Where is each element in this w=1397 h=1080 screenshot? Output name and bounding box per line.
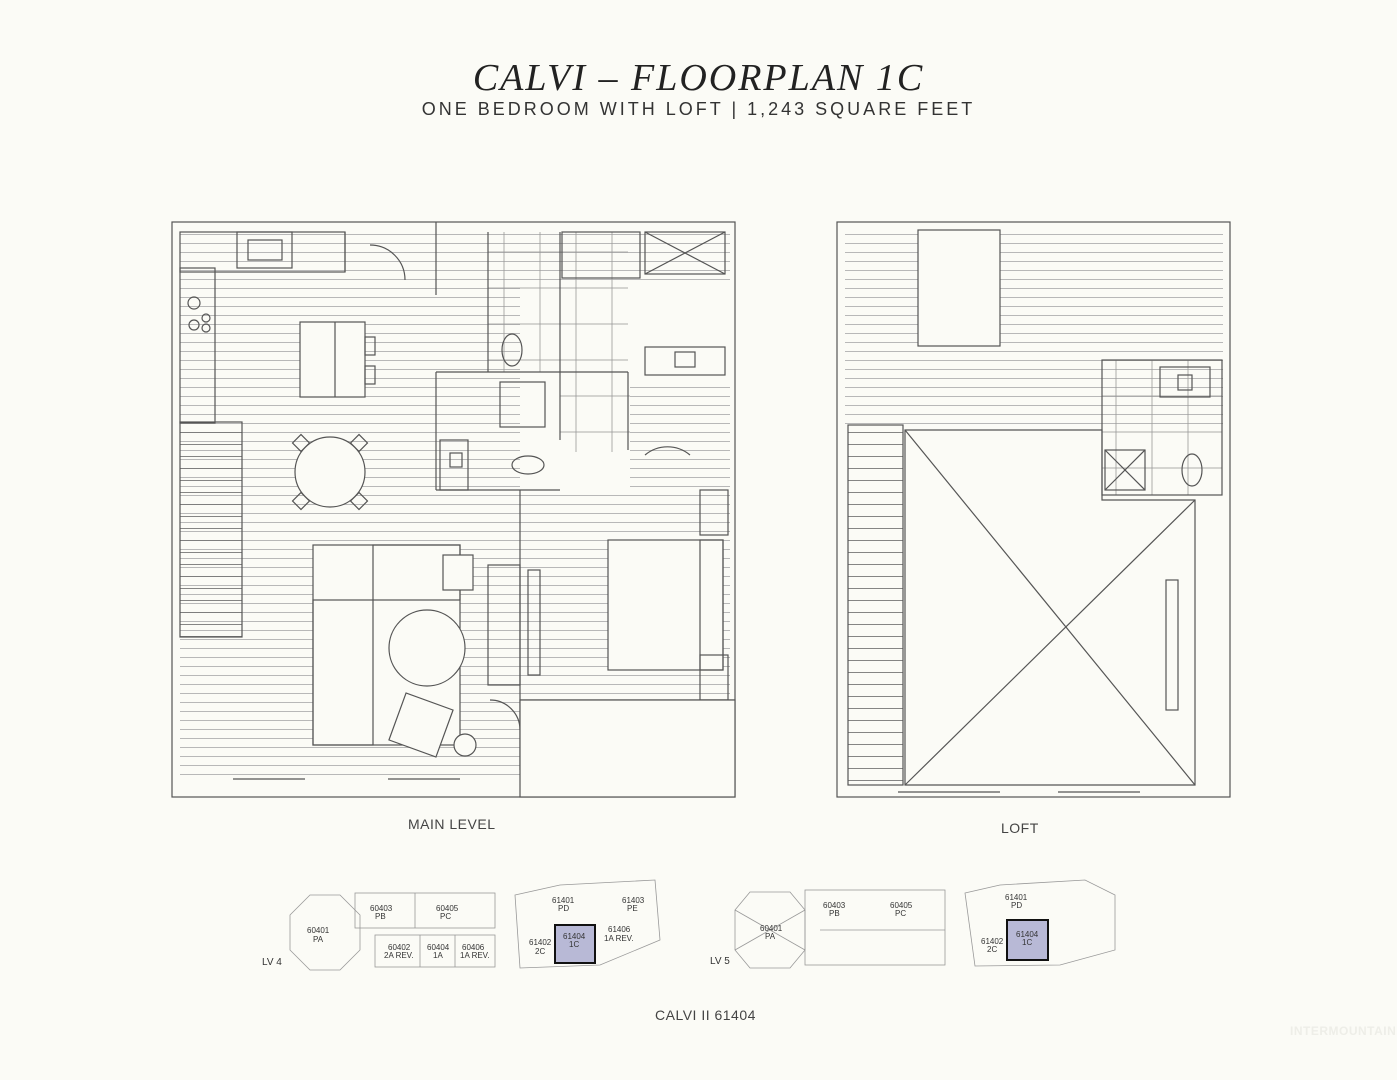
key-plan-lv4: LV 4 60403 PB 60405 PC 60401 PA 60402 2A… xyxy=(262,879,661,971)
page-title: CALVI – FLOORPLAN 1C xyxy=(472,57,925,99)
bed xyxy=(607,539,724,671)
unit-num: 60401 xyxy=(307,926,330,935)
key-lv4-label: LV 4 xyxy=(262,957,282,968)
bathtub-icon xyxy=(561,231,641,279)
unit-type: 1A REV. xyxy=(460,951,490,960)
unit-type: 2C xyxy=(987,945,997,954)
loft-toilet xyxy=(1181,453,1203,487)
page-subtitle: ONE BEDROOM WITH LOFT | 1,243 SQUARE FEE… xyxy=(421,99,976,119)
watermark-logo: INTERMOUNTAIN xyxy=(1290,1024,1397,1038)
bath-sink xyxy=(644,346,726,376)
loft-plan xyxy=(836,221,1231,798)
unit-type: PB xyxy=(375,912,386,921)
unit-num: 61404 xyxy=(1016,930,1039,939)
dining-table xyxy=(294,436,366,508)
key-plan-lv5: LV 5 60403 PB 60405 PC 60401 PA 61401 PD… xyxy=(710,879,1116,969)
highlighted-unit-61404-lv5 xyxy=(1006,919,1049,961)
coffee-table xyxy=(388,609,466,687)
loft-label: LOFT xyxy=(1001,820,1039,836)
loft-bed xyxy=(917,229,1001,347)
unit-type: 1A REV. xyxy=(604,934,634,943)
unit-num: 61406 xyxy=(608,925,631,934)
main-level-label: MAIN LEVEL xyxy=(408,816,496,832)
kitchen-sink-icon xyxy=(236,231,293,269)
highlighted-unit-61404 xyxy=(554,924,596,964)
unit-type: PD xyxy=(1011,901,1022,910)
unit-num: 61404 xyxy=(563,932,586,941)
unit-num: 60404 xyxy=(427,943,450,952)
unit-num: 60406 xyxy=(462,943,485,952)
unit-type: 1C xyxy=(569,940,579,949)
kitchen-island xyxy=(299,321,366,398)
toilet-icon xyxy=(501,333,523,367)
main-level-plan xyxy=(171,221,736,798)
unit-num: 60405 xyxy=(890,901,913,910)
unit-type: 1A xyxy=(433,951,443,960)
unit-type: PC xyxy=(440,912,451,921)
unit-num: 61402 xyxy=(981,937,1004,946)
stairs xyxy=(179,421,243,638)
washer-dryer xyxy=(499,381,546,428)
unit-type: PB xyxy=(829,909,840,918)
unit-num: 61401 xyxy=(1005,893,1028,902)
key-plan-caption: CALVI II 61404 xyxy=(655,1007,756,1023)
unit-type: PC xyxy=(895,909,906,918)
unit-num: 61403 xyxy=(622,896,645,905)
unit-type: PD xyxy=(558,904,569,913)
unit-type: PA xyxy=(313,935,324,944)
unit-num: 60403 xyxy=(823,901,846,910)
armchair xyxy=(388,692,454,758)
loft-stairs xyxy=(847,424,904,786)
toilet-icon-2 xyxy=(511,455,545,475)
key-lv5-label: LV 5 xyxy=(710,956,730,967)
unit-num: 60402 xyxy=(388,943,411,952)
unit-num: 61402 xyxy=(529,938,552,947)
unit-type: 1C xyxy=(1022,938,1032,947)
unit-num: 60405 xyxy=(436,904,459,913)
shower-icon xyxy=(644,231,726,275)
unit-type: 2C xyxy=(535,947,545,956)
unit-num: 60403 xyxy=(370,904,393,913)
unit-type: PA xyxy=(765,932,776,941)
unit-type: 2A REV. xyxy=(384,951,414,960)
unit-num: 61401 xyxy=(552,896,575,905)
loft-shower xyxy=(1104,449,1146,491)
unit-type: PE xyxy=(627,904,638,913)
unit-num: 60401 xyxy=(760,924,783,933)
stove-icon xyxy=(187,296,201,310)
